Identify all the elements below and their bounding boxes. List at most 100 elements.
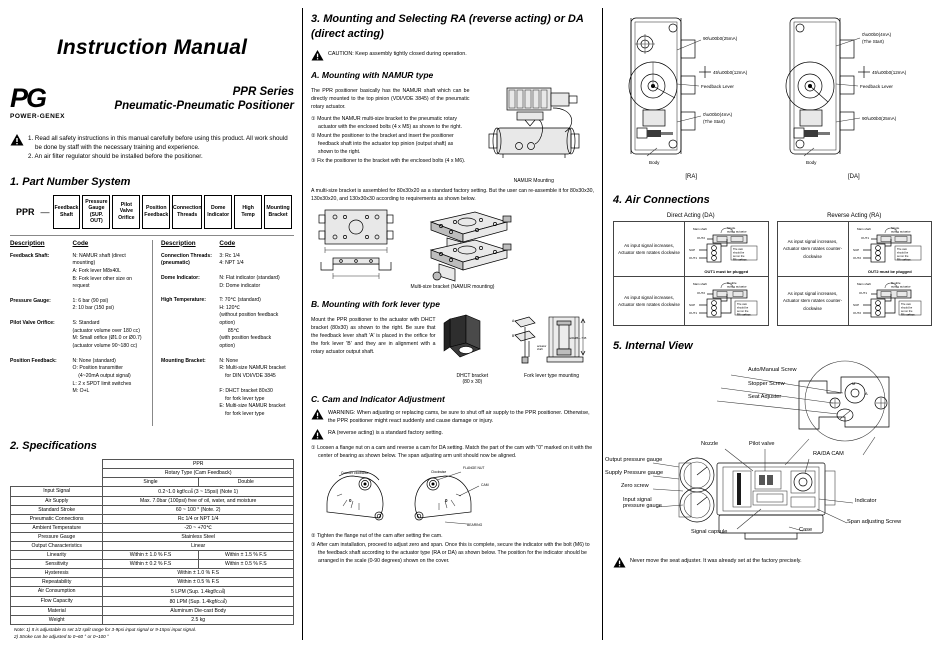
air-desc: As input signal increases, Actuator stem…	[776, 221, 849, 277]
section-3a-intro: The PPR positioner basically has the NAM…	[311, 87, 470, 110]
logo: PG POWER-GENEX	[10, 85, 82, 120]
air-desc: As input signal increases, Actuator stem…	[612, 221, 686, 277]
svg-text:set on the: set on the	[733, 254, 745, 258]
label-supply-pressure-gauge: Supply Pressure gauge	[605, 470, 664, 476]
svg-text:0: 0	[349, 498, 352, 503]
label-stopper-screw: Stopper Screw	[748, 381, 785, 387]
table-row: As input signal increases, Actuator stem…	[776, 221, 933, 277]
column-left: Instruction Manual PG POWER-GENEX PPR Se…	[9, 8, 302, 641]
svg-text:The cam: The cam	[737, 302, 747, 306]
part-box-connection-threads: Connection Threads	[172, 194, 203, 229]
svg-text:OUT1: OUT1	[859, 291, 867, 295]
figure-ra: 90\u00b0(25mA) 45\u00b0(12mA) Feedback L…	[613, 12, 769, 180]
figure-multisize-bracket: Multi-size bracket (NAMUR mounting)	[311, 206, 594, 290]
spec-value: Stainless Steel	[102, 531, 294, 542]
svg-text:0: 0	[445, 498, 448, 503]
figure-caption-2: (80 x 30)	[462, 378, 483, 385]
spec-label: Air Supply	[9, 495, 104, 506]
svg-text:Main shaft: Main shaft	[693, 282, 707, 286]
table-row: As input signal increases, Actuator stem…	[612, 276, 769, 326]
cam-label-cw: Clockwise	[431, 470, 446, 474]
air-diagram-cell: Main shaft Single acting actuator OUT2	[684, 221, 769, 277]
spec-value: 2.5 kg	[102, 614, 294, 625]
section-3-caution: CAUTION: Keep assembly tightly closed du…	[311, 49, 594, 61]
air-diagram-cell: Main shaft Single acting actuator OUT1	[847, 221, 933, 277]
svg-text:shaft: shaft	[537, 347, 543, 351]
label-ra-da-cam: RA/DA CAM	[813, 451, 844, 457]
series-line-1: PPR Series	[232, 86, 294, 98]
svg-text:OUT2: OUT2	[697, 291, 705, 295]
ra-label-0: 0\u00b0(4mA)	[703, 112, 733, 117]
svg-text:should be: should be	[737, 306, 749, 310]
svg-text:Main shaft: Main shaft	[857, 227, 871, 231]
svg-text:OUT1: OUT1	[689, 311, 697, 315]
svg-text:A: A	[865, 391, 868, 396]
part-box-pilot-valve-orifice: Pilot Valve Orifice	[112, 194, 141, 229]
svg-text:acting actuator: acting actuator	[891, 284, 911, 288]
cam-label-bearing: BEARING	[467, 523, 483, 527]
brand-row: PG POWER-GENEX PPR Series Pneumatic-Pneu…	[10, 85, 294, 120]
figure-namur-mounting: NAMUR Mounting	[469, 84, 594, 184]
label-pilot-valve: Pilot valve	[749, 441, 775, 447]
da-label-start: (The Start)	[862, 39, 884, 44]
internal-view-drawing: M A	[652, 360, 890, 540]
part-box-pressure-gauge: Pressure Gauge (SUP. OUT)	[82, 194, 111, 229]
spec-value: 80 LPM (Sup. 1.4kgf/c㎠)	[102, 595, 294, 607]
safety-warning-block: 1. Read all safety instructions in this …	[10, 133, 294, 162]
spec-col-single: Single	[102, 476, 199, 487]
warning-text: WARNING: When adjusting or replacing cam…	[328, 409, 590, 424]
spec-value: Linear	[102, 540, 294, 551]
svg-text:A: A	[512, 319, 515, 323]
table-row: As input signal increases, Actuator stem…	[612, 221, 769, 277]
section-3c-warning-1: WARNING: When adjusting or replacing cam…	[311, 408, 594, 425]
svg-text:The cam: The cam	[901, 302, 911, 306]
step-item: ① Loosen a flange nut on a cam and rever…	[311, 445, 593, 460]
ra-label-feedback: Feedback Lever	[701, 84, 734, 89]
spec-label: Sensitivity	[9, 558, 104, 569]
spec-label: Flow Capacity	[9, 595, 104, 607]
step-item: ③ After cam installation, proceed to adj…	[311, 542, 590, 565]
section-3b-heading: B. Mounting with fork lever type	[311, 298, 440, 309]
part-box-high-temp: High Temp	[234, 194, 263, 229]
spec-label: Standard Stroke	[9, 504, 104, 515]
da-label-45: 45\u00b0(12mA)	[872, 70, 907, 75]
part-number-prefix: PPR	[16, 206, 35, 217]
section-3-heading: 3. Mounting and Selecting RA (reverse ac…	[311, 13, 584, 40]
spec-value: 5 LPM (Sup. 1.4kgf/c㎠)	[102, 585, 294, 597]
table-row: Ambient Temperature-20 ~ +70℃	[9, 522, 294, 533]
spec-notes: Note: 1) It is adjustable to set 1/2 spl…	[10, 627, 294, 641]
svg-text:SUP: SUP	[853, 248, 859, 252]
air-diagram-ra-double: Main shaft Double acting actuator OUT1	[853, 281, 921, 318]
svg-text:OUT1: OUT1	[861, 236, 869, 240]
warning-triangle-icon	[613, 557, 626, 568]
warning-triangle-icon	[311, 408, 324, 420]
label-auto-manual-screw: Auto/Manual Screw	[748, 367, 797, 373]
spec-label: Linearity	[9, 549, 104, 560]
svg-text:OUT1: OUT1	[689, 256, 697, 260]
ra-label-start: (The Start)	[703, 119, 725, 124]
label-indicator: Indicator	[855, 498, 877, 504]
svg-text:The cam: The cam	[733, 247, 743, 251]
code-val: 1: 6 bar (90 psi) 2: 10 bar (150 psi)	[72, 297, 114, 312]
spec-label: Repeatability	[9, 576, 104, 587]
spec-value: Within ± 1.0 % F.S	[102, 567, 294, 578]
spec-label: Input Signal	[9, 485, 104, 497]
label-zero-screw: Zero screw	[621, 483, 649, 489]
code-column-right: Description Code Connection Threads: (pn…	[152, 239, 294, 426]
spec-label: Output Characteristics	[9, 540, 104, 551]
da-drawing: 0\u00b0(4mA) (The Start) 45\u00b0(12mA) …	[785, 17, 907, 165]
spec-value-single: Within ± 0.2 % F.S	[102, 558, 199, 569]
da-label-90: 90\u00b0(25mA)	[862, 116, 897, 121]
spec-label: Material	[9, 605, 104, 616]
spec-col-double: Double	[197, 476, 295, 487]
figure-cam-adjustment: 0 Counter clockwise 0	[311, 464, 594, 528]
multisize-bracket-drawing	[318, 209, 512, 282]
air-diagram-cell: Main shaft Double acting actuator OUT2	[684, 276, 769, 326]
spec-label: Pressure Gauge	[9, 531, 104, 542]
